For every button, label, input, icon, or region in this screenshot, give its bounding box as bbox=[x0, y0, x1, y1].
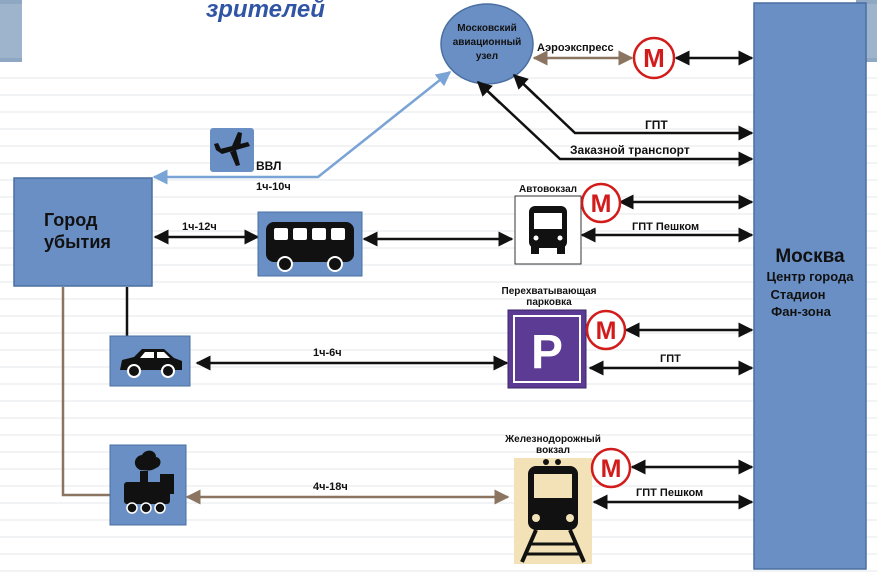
moscow-node: Москва Центр города Стадион Фан-зона bbox=[753, 2, 867, 570]
parking-label-line1: Перехватывающая bbox=[502, 286, 597, 297]
metro-icon-airport: М bbox=[632, 36, 676, 80]
flight-time-label: 1ч-10ч bbox=[256, 181, 291, 193]
bus-time-label: 1ч-12ч bbox=[182, 221, 217, 233]
car-time-label: 1ч-6ч bbox=[313, 347, 342, 359]
rail-label-line2: вокзал bbox=[536, 445, 570, 456]
moscow-line1: Центр города bbox=[766, 269, 854, 284]
moscow-line2: Стадион bbox=[770, 287, 825, 302]
gpt-airport-arrowhead bbox=[512, 73, 539, 99]
airport-line1: Московский bbox=[457, 23, 517, 34]
city-train-connector bbox=[61, 287, 110, 497]
metro-icon-rail-station: М bbox=[590, 447, 632, 489]
charter-line bbox=[477, 81, 754, 167]
metro-icon-parking: М bbox=[585, 309, 627, 351]
departure-city-node: Город убытия bbox=[13, 177, 153, 287]
metro-letter: М bbox=[601, 455, 622, 483]
rail-label-line1: Железнодорожный bbox=[504, 434, 601, 445]
metro-letter: М bbox=[591, 190, 612, 218]
parking-label-line2: парковка bbox=[526, 297, 572, 308]
train-time-label: 4ч-18ч bbox=[313, 481, 348, 493]
bus-modes-label: ГПТ Пешком bbox=[632, 221, 699, 233]
moscow-line3: Фан-зона bbox=[771, 304, 831, 319]
title-band-left bbox=[0, 0, 22, 62]
car-icon bbox=[109, 335, 191, 387]
gpt-airport-label: ГПТ bbox=[645, 118, 668, 132]
parking-modes-label: ГПТ bbox=[660, 353, 681, 365]
airport-hub-node: Московский авиационный узел bbox=[440, 3, 534, 85]
moscow-title: Москва bbox=[775, 246, 845, 267]
header-text: зрителей bbox=[206, 0, 325, 23]
airplane-icon bbox=[210, 128, 254, 172]
parking-letter: P bbox=[531, 326, 563, 379]
rail-modes-label: ГПТ Пешком bbox=[636, 487, 703, 499]
city-line2: убытия bbox=[44, 232, 111, 252]
bus-station-label: Автовокзал bbox=[519, 184, 577, 195]
vvl-label: ВВЛ bbox=[256, 159, 281, 173]
bus-icon bbox=[257, 211, 363, 277]
gpt-airport-line bbox=[513, 74, 754, 141]
airport-line3: узел bbox=[476, 51, 498, 62]
charter-label: Заказной транспорт bbox=[570, 143, 690, 157]
flight-route-line bbox=[152, 71, 452, 185]
railway-station-sign: Железнодорожный вокзал bbox=[504, 434, 601, 564]
aeroexpress-label: Аэроэкспресс bbox=[537, 42, 614, 54]
metro-letter: М bbox=[596, 317, 617, 345]
steam-train-icon bbox=[109, 444, 187, 526]
city-line1: Город bbox=[44, 210, 98, 230]
charter-arrowhead bbox=[476, 80, 501, 104]
metro-icon-bus-station: М bbox=[580, 182, 622, 224]
bus-station-sign: Автовокзал bbox=[514, 184, 582, 265]
metro-letter: М bbox=[643, 43, 665, 73]
airport-line2: авиационный bbox=[453, 37, 522, 48]
parking-sign: Перехватывающая парковка P bbox=[502, 286, 597, 389]
